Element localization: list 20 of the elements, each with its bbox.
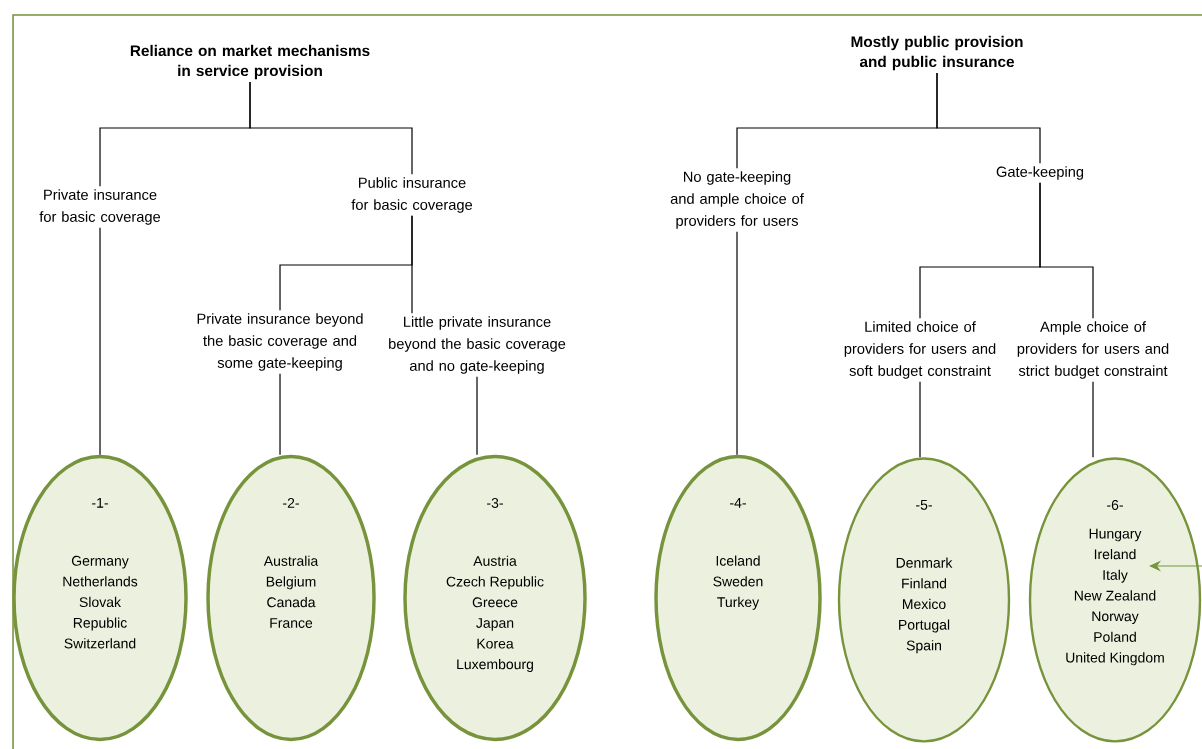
category-text: Gate-keeping (996, 166, 1084, 180)
category-text: Private insurance beyond the basic coverage and some gate-keeping (197, 313, 363, 371)
connector-line (736, 231, 738, 456)
connector-line (476, 376, 478, 456)
connector-line (1039, 182, 1094, 319)
category-text: Ample choice of providers for users and strict budget constraint (1017, 321, 1169, 379)
connector-line (249, 81, 413, 175)
connector-line (279, 373, 281, 456)
heading-text: Mostly public provision and public insurance (851, 35, 1023, 71)
category-text: Little private insurance beyond the basic coverage and no gate-keeping (389, 316, 566, 374)
connector-line (936, 72, 1041, 164)
connector-line (1092, 381, 1094, 458)
category-text: Private insurance for basic coverage (39, 189, 161, 225)
connector-line (411, 215, 413, 314)
connector-line (919, 381, 921, 458)
category-text: Limited choice of providers for users and soft budget constraint (844, 321, 996, 379)
heading-text: Reliance on market mechanisms in service provision (130, 44, 370, 80)
connector-line (99, 227, 101, 456)
category-text: Public insurance for basic coverage (351, 177, 473, 213)
category-text: No gate-keeping and ample choice of providers for users (670, 171, 804, 229)
